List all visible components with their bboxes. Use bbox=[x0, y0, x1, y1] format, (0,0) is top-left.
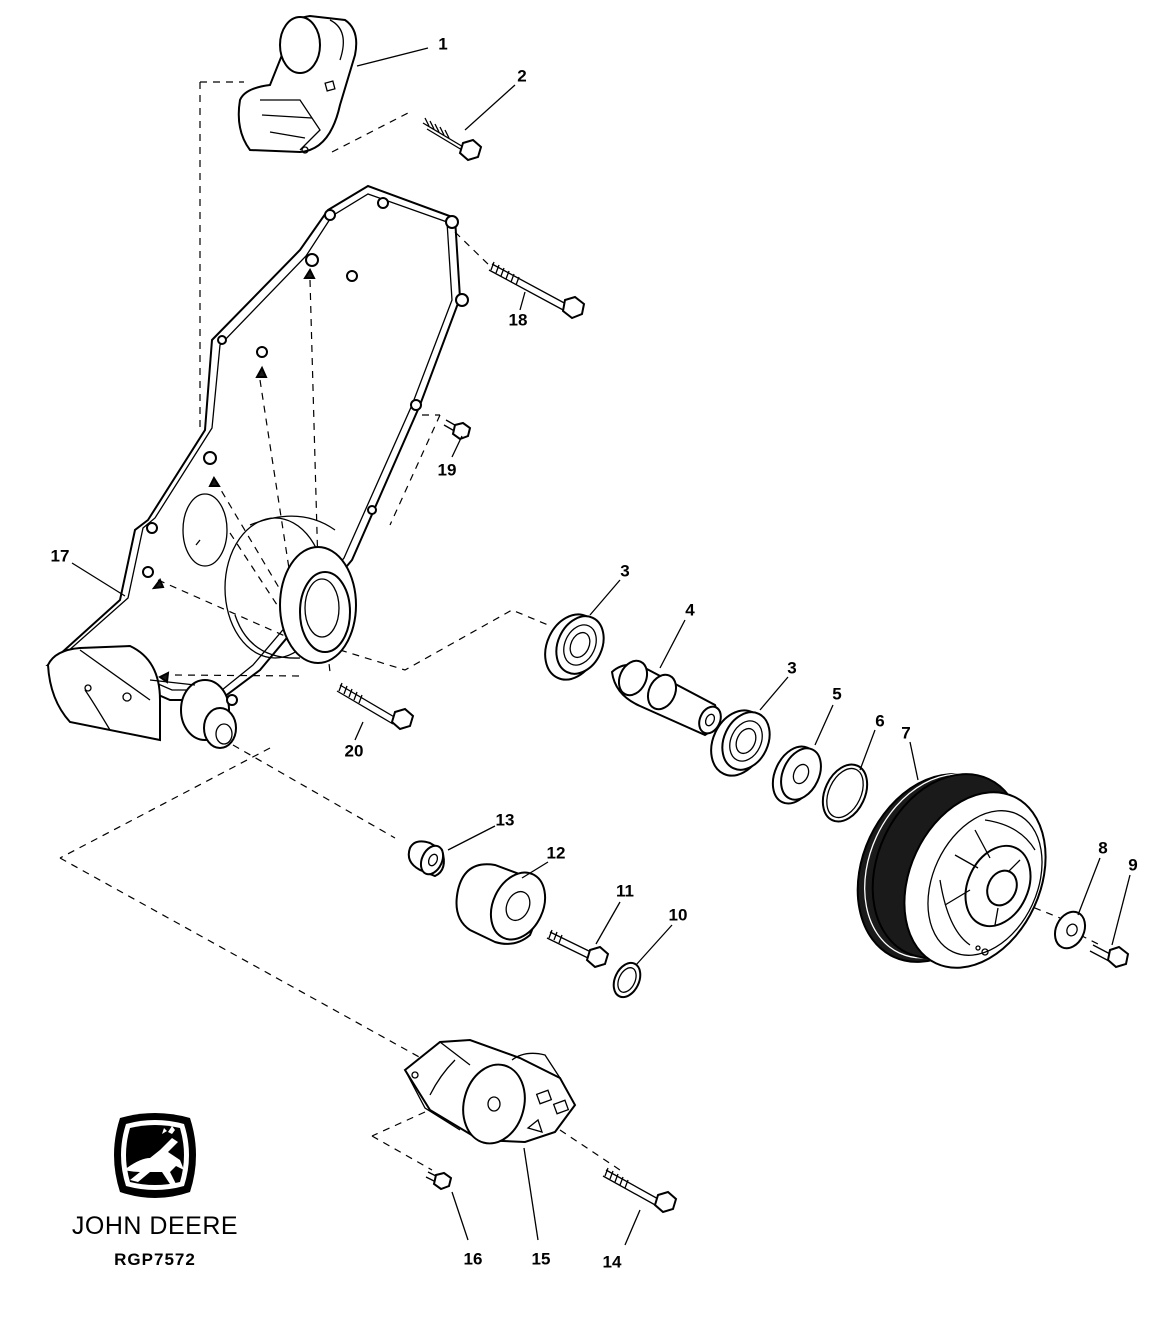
callout-3b: 3 bbox=[787, 658, 797, 678]
cap-screw-18 bbox=[488, 261, 586, 320]
belt-tensioner-arm bbox=[237, 14, 358, 154]
john-deere-logo bbox=[114, 1113, 196, 1198]
callout-15: 15 bbox=[531, 1249, 551, 1269]
idler-pulley-12 bbox=[455, 863, 547, 945]
callout-8: 8 bbox=[1098, 838, 1108, 858]
cap-screw-11 bbox=[546, 929, 610, 969]
callout-4: 4 bbox=[685, 600, 695, 620]
callout-11: 11 bbox=[616, 881, 634, 901]
callout-leaders bbox=[71, 47, 1131, 1246]
brand-name: JOHN DEERE bbox=[71, 1212, 239, 1240]
callout-3a: 3 bbox=[620, 561, 630, 581]
callout-7: 7 bbox=[901, 723, 911, 743]
callout-20: 20 bbox=[344, 741, 364, 761]
idler-shaft bbox=[610, 659, 722, 737]
washer-10 bbox=[612, 961, 642, 999]
callout-17: 17 bbox=[50, 546, 70, 566]
bushing-13 bbox=[407, 840, 445, 878]
crankshaft-pulley bbox=[856, 773, 1047, 969]
callout-9: 9 bbox=[1128, 855, 1138, 875]
callout-6: 6 bbox=[875, 711, 885, 731]
cap-screw-9 bbox=[1089, 944, 1130, 969]
cap-screw-16 bbox=[425, 1171, 453, 1191]
callout-12: 12 bbox=[546, 843, 566, 863]
callout-19: 19 bbox=[437, 460, 457, 480]
cap-screw-2 bbox=[422, 117, 483, 162]
snap-ring-6 bbox=[821, 763, 869, 823]
callout-14: 14 bbox=[602, 1252, 622, 1272]
cap-screw-14 bbox=[602, 1167, 678, 1214]
callout-13: 13 bbox=[495, 810, 515, 830]
ball-bearing-3b bbox=[710, 709, 771, 777]
ball-bearing-3a bbox=[544, 613, 605, 681]
callout-2: 2 bbox=[517, 66, 527, 86]
spacer-washer-5 bbox=[771, 745, 822, 805]
callout-16: 16 bbox=[463, 1249, 483, 1269]
cap-screw-20 bbox=[336, 682, 415, 731]
callout-18: 18 bbox=[508, 310, 528, 330]
washer-8 bbox=[1053, 910, 1087, 950]
figure-reference: RGP7572 bbox=[114, 1250, 196, 1269]
leaping-deer-icon bbox=[124, 1126, 184, 1184]
belt-tensioner-15 bbox=[403, 1038, 577, 1145]
callout-10: 10 bbox=[668, 905, 688, 925]
front-gear-cover bbox=[45, 184, 469, 749]
callout-1: 1 bbox=[438, 34, 448, 54]
callout-5: 5 bbox=[832, 684, 842, 704]
cap-screw-19 bbox=[443, 419, 472, 441]
